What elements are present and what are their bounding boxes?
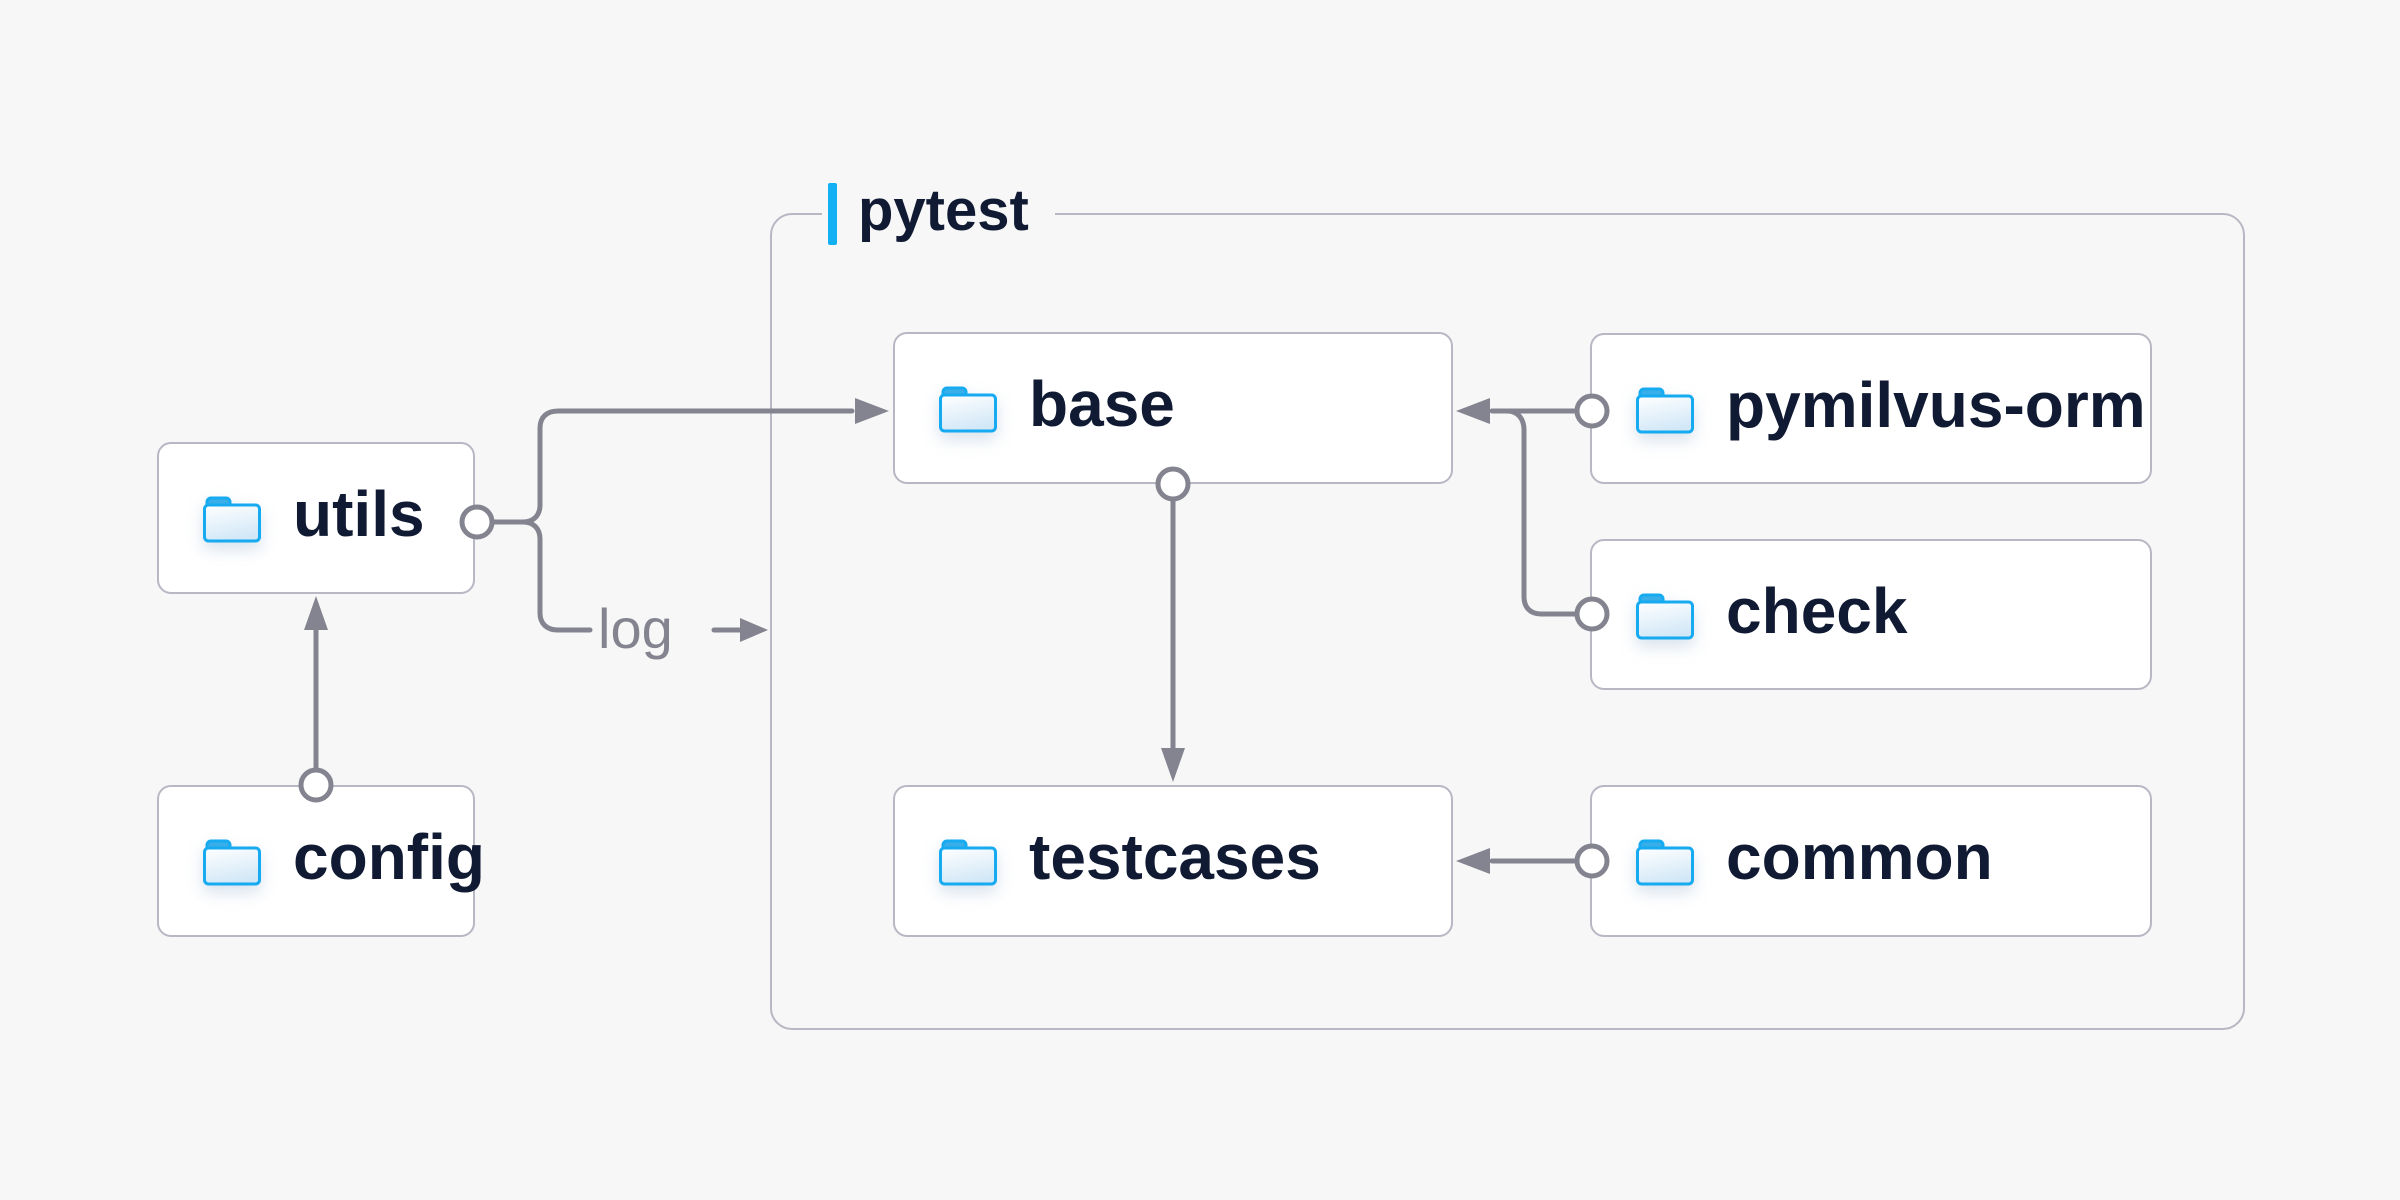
node-check: check bbox=[1590, 539, 2152, 690]
accent-bar bbox=[828, 183, 837, 245]
node-label: config bbox=[293, 821, 485, 893]
folder-icon bbox=[1636, 387, 1694, 433]
folder-icon bbox=[1636, 839, 1694, 886]
node-utils: utils bbox=[157, 442, 475, 594]
folder-icon bbox=[939, 839, 997, 886]
edge-config-to-utils bbox=[298, 596, 334, 803]
node-label: base bbox=[1029, 368, 1175, 440]
node-base: base bbox=[893, 332, 1453, 484]
node-testcases: testcases bbox=[893, 785, 1453, 937]
folder-icon bbox=[203, 496, 261, 543]
node-common: common bbox=[1590, 785, 2152, 937]
folder-icon bbox=[203, 839, 261, 886]
node-label: utils bbox=[293, 478, 425, 550]
node-label: common bbox=[1726, 821, 1993, 893]
node-label: testcases bbox=[1029, 821, 1321, 893]
edge-label-log: log bbox=[598, 597, 673, 660]
folder-icon bbox=[1636, 593, 1694, 639]
node-label: check bbox=[1726, 574, 1908, 647]
folder-icon bbox=[939, 386, 997, 433]
pytest-group-legend: pytest bbox=[822, 182, 1055, 246]
pytest-group-container: pytest bbox=[770, 182, 2245, 1030]
node-config: config bbox=[157, 785, 485, 937]
pytest-group-label: pytest bbox=[858, 178, 1029, 243]
node-label: pymilvus-orm bbox=[1726, 368, 2146, 441]
node-pymilvus-orm: pymilvus-orm bbox=[1590, 333, 2152, 484]
